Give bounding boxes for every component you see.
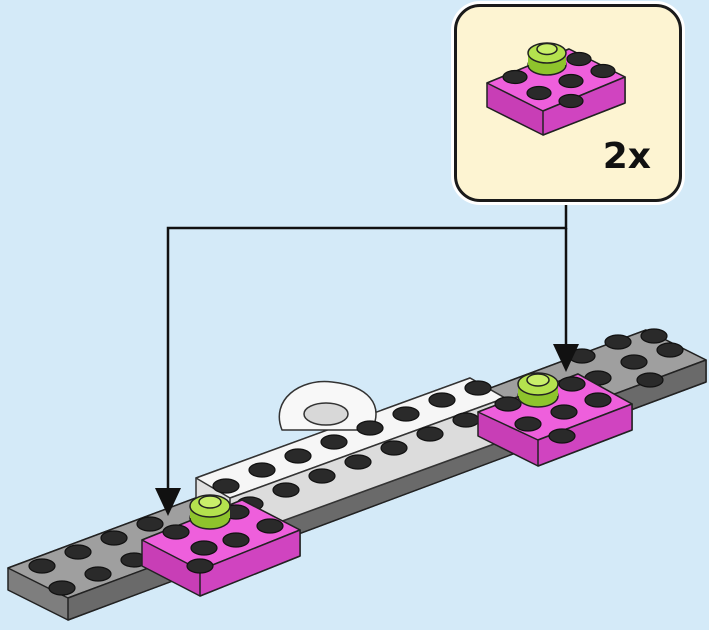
gray-studs-left	[28, 516, 164, 596]
quantity-label: 2x	[602, 136, 651, 177]
callout-part-illustration	[486, 42, 626, 136]
gray-studs-right	[568, 328, 684, 388]
arrow-down-icon	[155, 488, 181, 516]
parts-callout: 2x	[454, 4, 682, 202]
magenta-plate-right	[477, 372, 633, 467]
lime-round-plate-right	[517, 372, 559, 408]
white-plate-studs	[212, 380, 492, 512]
lime-round-plate-left	[189, 494, 231, 530]
magenta-plate-left	[141, 494, 301, 597]
arrow-down-icon	[553, 344, 579, 372]
connector-lines	[166, 205, 568, 490]
